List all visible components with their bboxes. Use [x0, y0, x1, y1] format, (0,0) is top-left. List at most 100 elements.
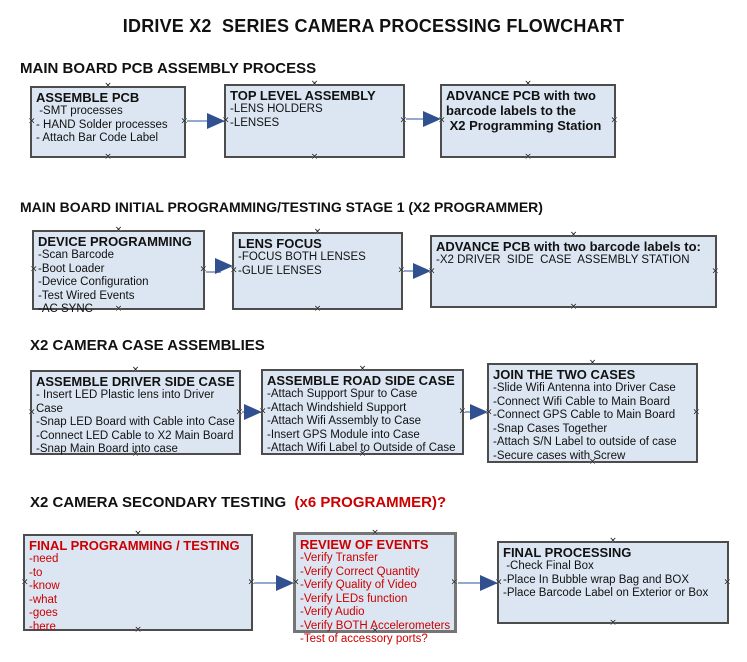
- connection-point-icon: ×: [28, 116, 36, 127]
- connection-point-icon: ×: [458, 406, 466, 417]
- box-line: -AC SYNC: [38, 303, 93, 315]
- connection-point-icon: ×: [180, 116, 188, 127]
- box-line: -Attach Support Spur to Case: [267, 388, 418, 400]
- box-title: ASSEMBLE DRIVER SIDE CASE: [36, 374, 235, 389]
- section-heading-secondary-testing: X2 CAMERA SECONDARY TESTING (x6 PROGRAMM…: [30, 494, 446, 511]
- connection-point-icon: ×: [495, 577, 503, 587]
- section-heading-pcb-assembly: MAIN BOARD PCB ASSEMBLY PROCESS: [20, 60, 317, 77]
- flow-box-final-programming: FINAL PROGRAMMING / TESTING -need-to-kno…: [21, 530, 255, 635]
- connection-point-icon: ×: [485, 407, 493, 418]
- box-line: -LENS HOLDERS: [230, 103, 323, 115]
- connection-point-icon: ×: [397, 265, 405, 276]
- flow-box-review-of-events: REVIEW OF EVENTS -Verify Transfer-Verify…: [292, 529, 458, 646]
- box-line: -Snap LED Board with Cable into Case: [36, 416, 235, 428]
- connection-point-icon: ×: [610, 115, 618, 126]
- box-title: FINAL PROCESSING: [503, 545, 632, 560]
- connection-point-icon: ×: [723, 577, 731, 587]
- box-title: ADVANCE PCB with two barcode labels to:: [436, 239, 701, 254]
- flow-box-assemble-driver-side: ASSEMBLE DRIVER SIDE CASE - Insert LED P…: [28, 366, 243, 459]
- box-line: -Attach S/N Label to outside of case: [493, 436, 677, 448]
- connection-point-icon: ×: [310, 152, 319, 162]
- connection-point-icon: ×: [569, 302, 578, 312]
- heading-black-part: X2 CAMERA SECONDARY TESTING: [30, 494, 295, 511]
- box-items: -SMT processes- HAND Solder processes- A…: [36, 105, 181, 146]
- box-title: LENS FOCUS: [238, 236, 322, 251]
- connection-point-icon: ×: [104, 152, 112, 162]
- box-line: -Insert GPS Module into Case: [267, 428, 420, 441]
- section-heading-case-assemblies: X2 CAMERA CASE ASSEMBLIES: [30, 337, 265, 354]
- connection-point-icon: ×: [399, 115, 407, 126]
- box-line: -Verify Transfer: [300, 552, 378, 564]
- box-line: -Device Configuration: [38, 276, 149, 288]
- connection-point-icon: ×: [30, 264, 38, 275]
- box-line: -Verify Correct Quantity: [300, 565, 420, 578]
- flow-box-assemble-pcb: ASSEMBLE PCB -SMT processes- HAND Solder…: [28, 82, 188, 162]
- box-line: - Attach Bar Code Label: [36, 132, 159, 144]
- flow-box-device-programming: DEVICE PROGRAMMING -Scan Barcode-Boot Lo…: [30, 226, 207, 316]
- box-line: -to: [29, 566, 43, 579]
- flow-box-final-processing: FINAL PROCESSING -Check Final Box-Place …: [495, 537, 731, 628]
- box-line: -Connect LED Cable to X2 Main Board: [36, 429, 234, 442]
- box-title: JOIN THE TWO CASES: [493, 367, 636, 382]
- connection-point-icon: ×: [222, 115, 230, 126]
- box-items: -LENS HOLDERS-LENSES: [230, 103, 400, 130]
- box-items: -Attach Support Spur to Case-Attach Wind…: [267, 388, 459, 456]
- box-line: -Slide Wifi Antenna into Driver Case: [493, 382, 676, 394]
- box-line: -know: [29, 580, 60, 592]
- box-line: -X2 DRIVER SIDE CASE ASSEMBLY STATION: [436, 254, 690, 266]
- connection-point-icon: ×: [247, 577, 255, 587]
- connection-point-icon: ×: [259, 406, 267, 417]
- box-line: -Connect GPS Cable to Main Board: [493, 409, 676, 421]
- connection-point-icon: ×: [235, 407, 243, 417]
- box-line: -LENSES: [230, 116, 280, 129]
- box-title: FINAL PROGRAMMING / TESTING: [29, 538, 240, 553]
- box-title: REVIEW OF EVENTS: [300, 537, 429, 552]
- box-line: -Snap Cases Together: [493, 422, 608, 435]
- box-line: -what: [29, 593, 58, 606]
- connection-point-icon: ×: [21, 577, 29, 587]
- box-line: -Boot Loader: [38, 262, 105, 275]
- box-line: - Insert LED Plastic lens into Driver Ca…: [36, 389, 218, 415]
- box-items: -need-to-know-what-goes-here: [29, 553, 248, 634]
- connection-point-icon: ×: [428, 266, 436, 276]
- connection-point-icon: ×: [28, 407, 36, 417]
- box-line: -Attach Wifi Label to Outside of Case: [267, 442, 456, 454]
- box-line: - HAND Solder processes: [36, 118, 168, 131]
- box-title: DEVICE PROGRAMMING: [38, 234, 192, 249]
- box-title: ASSEMBLE PCB: [36, 90, 140, 105]
- box-line: -Check Final Box: [503, 560, 594, 572]
- flow-box-join-two-cases: JOIN THE TWO CASES -Slide Wifi Antenna i…: [485, 359, 700, 467]
- connection-point-icon: ×: [313, 304, 322, 314]
- connection-point-icon: ×: [524, 152, 532, 162]
- box-items: -Scan Barcode-Boot Loader-Device Configu…: [38, 249, 200, 317]
- box-line: -Verify BOTH Accelerometers: [300, 619, 451, 632]
- flow-box-top-level-assembly: TOP LEVEL ASSEMBLY -LENS HOLDERS-LENSES …: [222, 80, 407, 162]
- box-line: -Connect Wifi Cable to Main Board: [493, 395, 671, 408]
- box-items: -Check Final Box-Place In Bubble wrap Ba…: [503, 560, 724, 601]
- box-title: ADVANCE PCB with two barcode labels to t…: [446, 88, 602, 133]
- box-title: TOP LEVEL ASSEMBLY: [230, 88, 376, 103]
- connection-point-icon: ×: [292, 577, 300, 587]
- box-line: -Place Barcode Label on Exterior or Box: [503, 587, 709, 599]
- arrow-device-to-lensfocus: [206, 258, 233, 274]
- box-line: -Scan Barcode: [38, 249, 115, 261]
- box-items: -X2 DRIVER SIDE CASE ASSEMBLY STATION: [436, 254, 712, 268]
- box-line: -Verify Audio: [300, 606, 365, 618]
- box-line: -Attach Windshield Support: [267, 401, 407, 414]
- box-line: -Attach Wifi Assembly to Case: [267, 415, 422, 427]
- box-line: -Snap Main Board into case: [36, 443, 178, 455]
- box-line: -Verify LEDs function: [300, 592, 408, 605]
- flow-box-lens-focus: LENS FOCUS -FOCUS BOTH LENSES-GLUE LENSE…: [230, 228, 405, 314]
- box-items: -Slide Wifi Antenna into Driver Case-Con…: [493, 382, 693, 463]
- flow-box-advance-pcb-driver: ADVANCE PCB with two barcode labels to: …: [428, 231, 719, 312]
- section-heading-initial-programming: MAIN BOARD INITIAL PROGRAMMING/TESTING S…: [20, 199, 543, 215]
- flow-box-assemble-road-side: ASSEMBLE ROAD SIDE CASE -Attach Support …: [259, 365, 466, 459]
- box-line: -Test Wired Events: [38, 289, 135, 302]
- connection-point-icon: ×: [692, 407, 700, 418]
- box-line: -GLUE LENSES: [238, 264, 322, 277]
- box-line: -Test of accessory ports?: [300, 633, 428, 645]
- box-line: -SMT processes: [36, 105, 123, 117]
- box-line: -need: [29, 553, 59, 565]
- box-line: -Place In Bubble wrap Bag and BOX: [503, 573, 690, 586]
- connection-point-icon: ×: [711, 266, 719, 276]
